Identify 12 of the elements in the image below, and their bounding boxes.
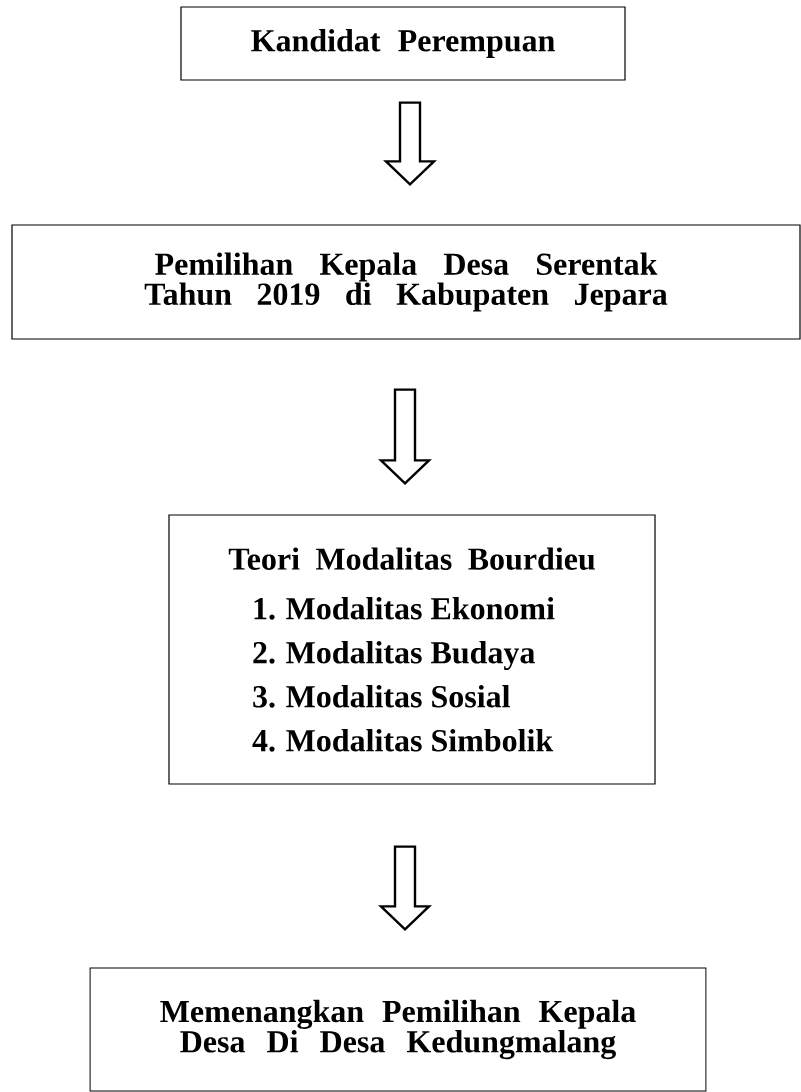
list-item: 3. Modalitas Sosial (253, 685, 510, 708)
process-box: Pemilihan Kepala Desa Serentak Tahun 2019 di Kabupaten Jepara (11, 224, 801, 340)
list-box (168, 514, 656, 785)
box-heading: Teori Modalitas Bourdieu (228, 547, 595, 570)
process-box: Kandidat Perempuan (180, 6, 626, 81)
process-box: Memenangkan Pemilihan Kepala Desa Di Desa Kedungmalang (89, 967, 707, 1092)
hollow-arrow (378, 388, 432, 486)
hollow-arrow (383, 101, 437, 187)
list-item: 1. Modalitas Ekonomi (254, 597, 555, 620)
list-item: 2. Modalitas Budaya (253, 641, 535, 671)
hollow-arrow (378, 845, 432, 932)
list-item: 4. Modalitas Simbolik (252, 729, 554, 752)
